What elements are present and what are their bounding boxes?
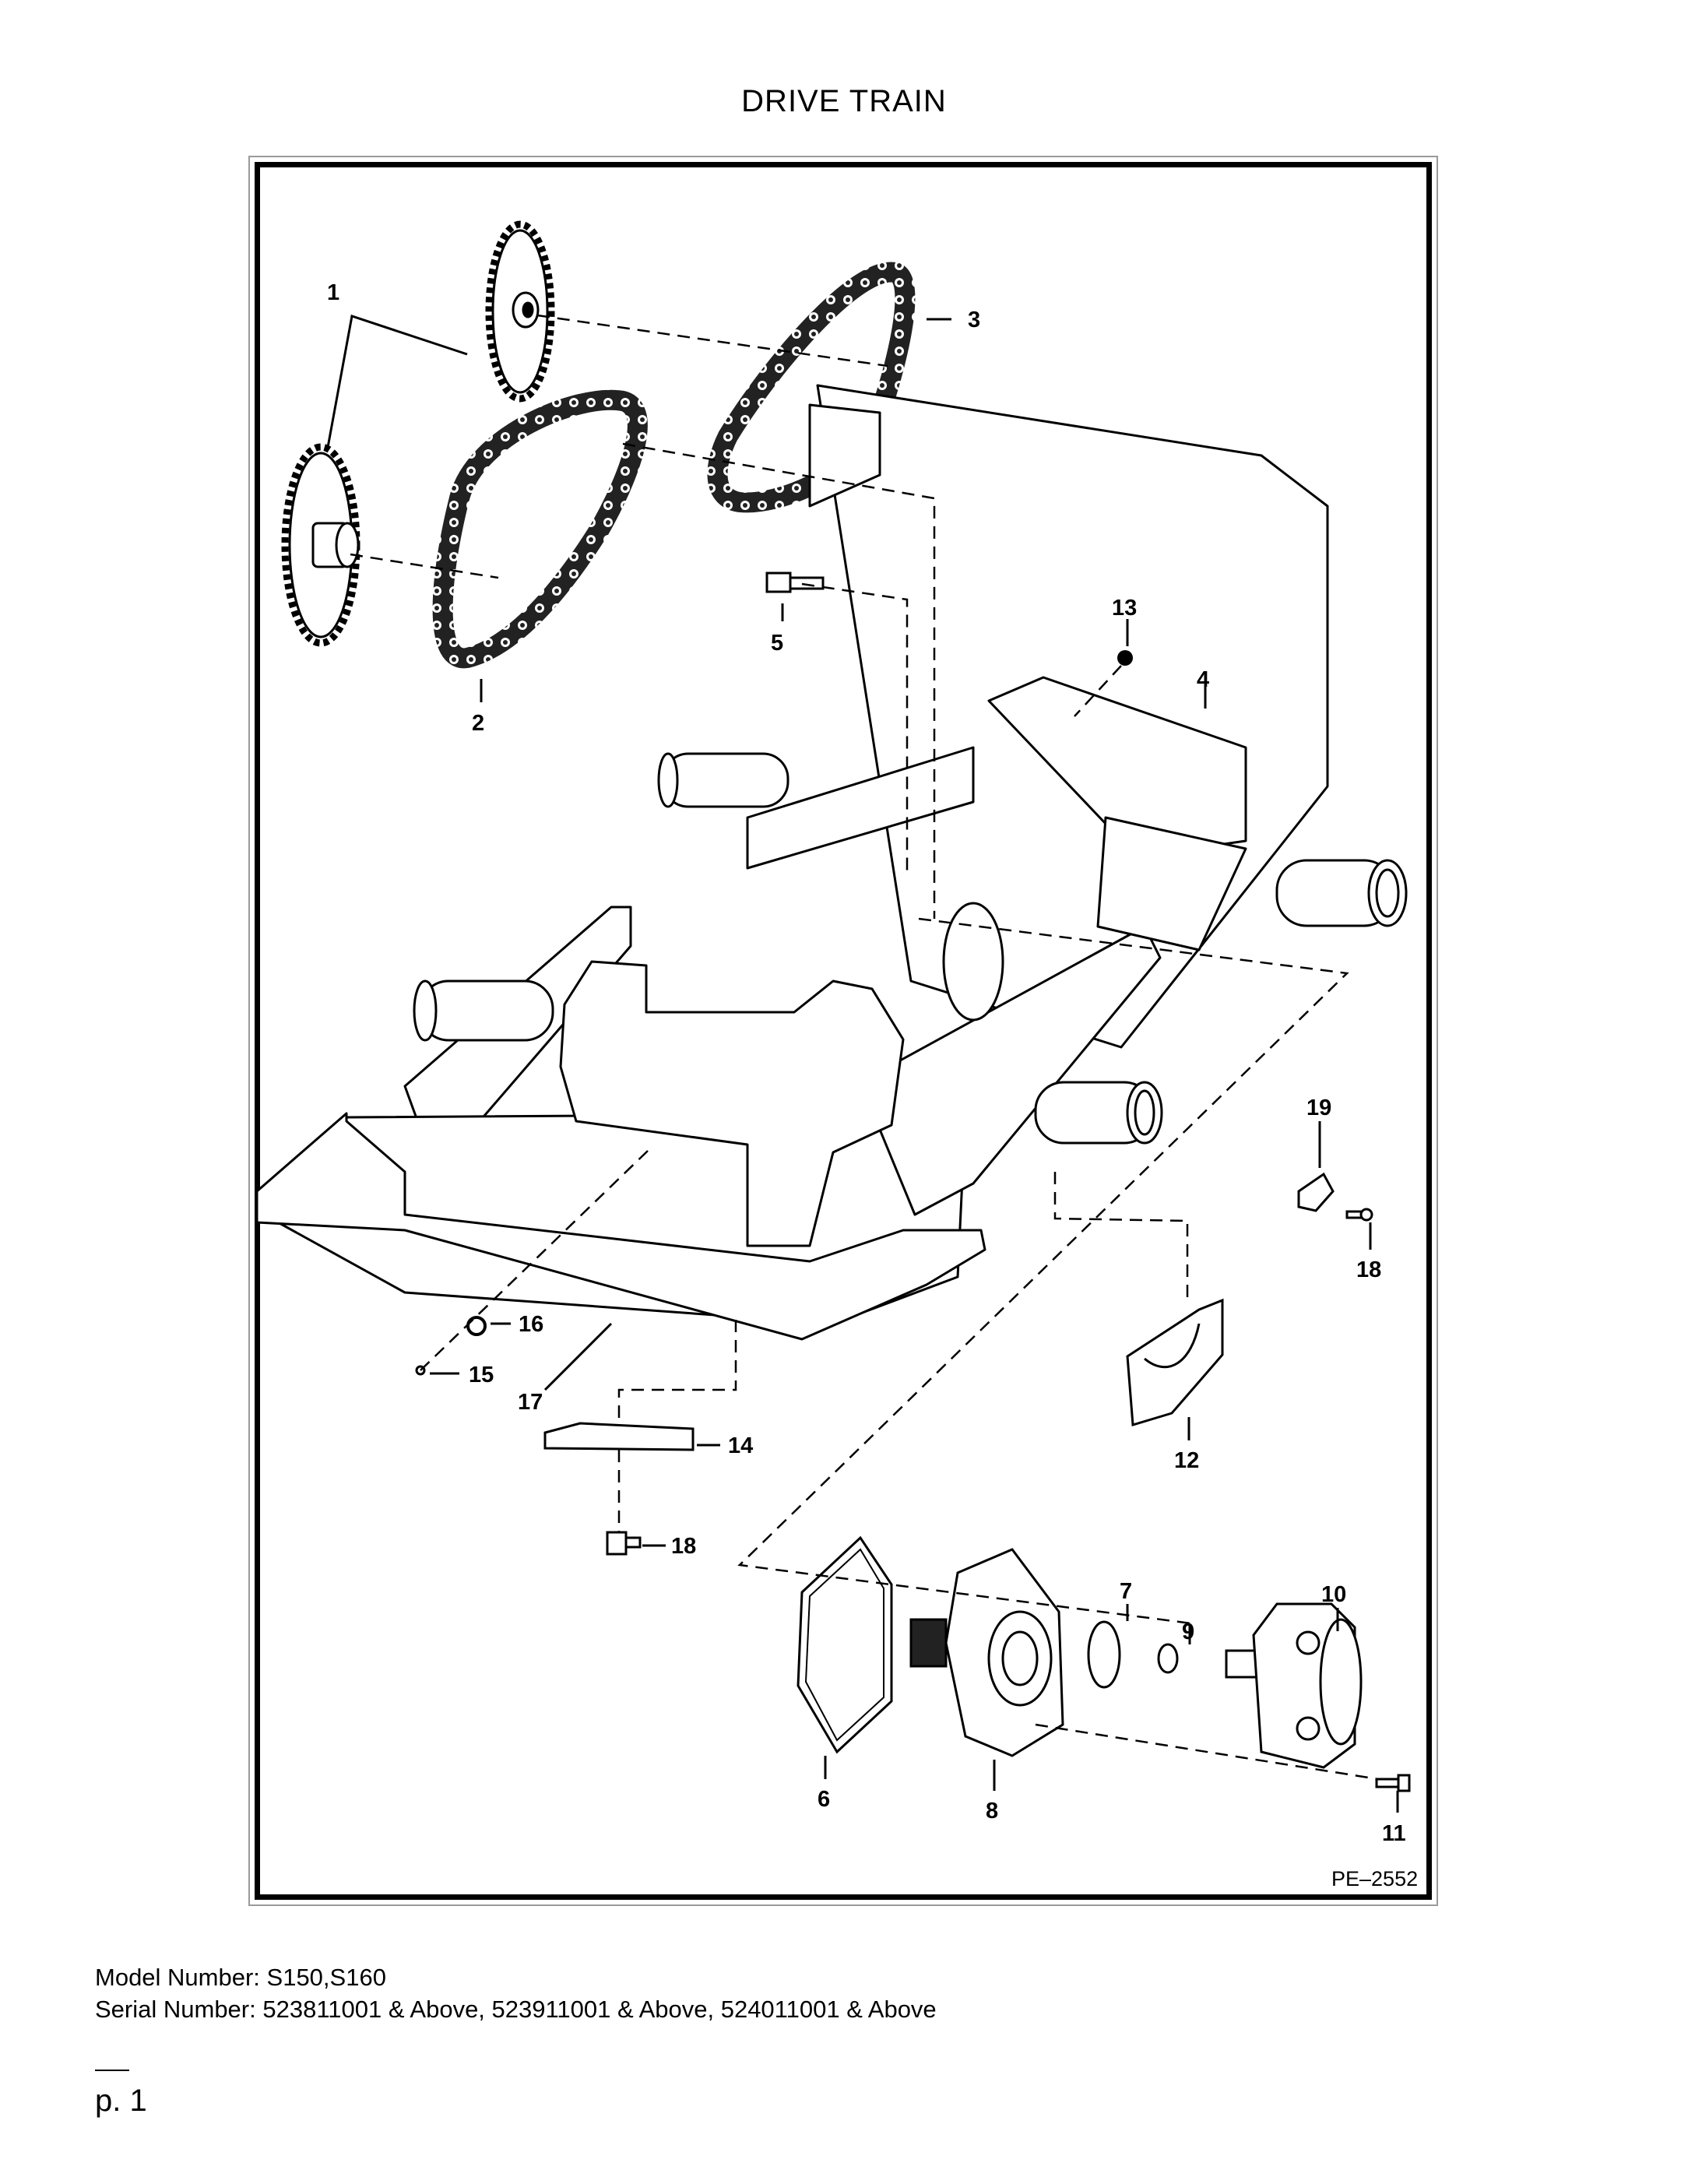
nut-13 — [1117, 650, 1133, 666]
exploded-view-lines — [350, 314, 1379, 1781]
callout-1: 1 — [327, 280, 339, 305]
callout-7: 7 — [1120, 1579, 1132, 1604]
bolt-18-top — [1345, 1208, 1373, 1222]
callout-9: 9 — [1182, 1620, 1194, 1644]
chain-2 — [432, 389, 648, 669]
callout-2: 2 — [472, 711, 484, 736]
figure-frame — [255, 162, 1432, 1900]
callout-6: 6 — [818, 1787, 830, 1812]
callout-10: 10 — [1321, 1582, 1346, 1607]
callout-3: 3 — [968, 308, 980, 332]
chaincase-frame — [255, 384, 1408, 1341]
callout-17: 17 — [518, 1390, 543, 1415]
callout-11: 11 — [1382, 1821, 1406, 1846]
sprocket-upper — [485, 220, 555, 403]
plate-id: PE–2552 — [1331, 1867, 1418, 1890]
leader-lines — [325, 315, 1399, 1813]
bolt-5 — [765, 571, 825, 593]
callout-12: 12 — [1174, 1448, 1199, 1473]
cover-19 — [1297, 1172, 1335, 1212]
callout-8: 8 — [986, 1799, 998, 1824]
callout-14: 14 — [728, 1433, 753, 1458]
washer-16 — [466, 1316, 487, 1336]
sprocket-lower — [281, 443, 360, 647]
callout-5: 5 — [771, 631, 783, 656]
serial-number: Serial Number: 523811001 & Above, 523911… — [95, 1996, 937, 2023]
callout-19: 19 — [1306, 1096, 1331, 1120]
o-ring-9 — [1157, 1643, 1179, 1674]
o-ring-7 — [1087, 1620, 1121, 1689]
plate-14 — [543, 1422, 695, 1451]
motor-housing-8 — [909, 1548, 1064, 1757]
page-number-rule — [95, 2070, 129, 2071]
callout-15: 15 — [469, 1363, 494, 1387]
bolt-11 — [1375, 1774, 1411, 1792]
callout-4: 4 — [1197, 667, 1209, 692]
callout-13: 13 — [1112, 596, 1137, 621]
bolt-18-bottom — [606, 1531, 642, 1556]
model-number: Model Number: S150,S160 — [95, 1964, 386, 1991]
chain-3 — [707, 262, 916, 513]
callout-16: 16 — [519, 1312, 543, 1337]
callout-18-top: 18 — [1356, 1257, 1381, 1282]
motor-10 — [1225, 1602, 1363, 1769]
page-title: DRIVE TRAIN — [741, 84, 947, 118]
callout-18-bottom: 18 — [671, 1534, 696, 1559]
shim-12 — [1126, 1298, 1224, 1426]
figure-frame-outer — [248, 156, 1438, 1906]
page-number: p. 1 — [95, 2084, 147, 2118]
gasket-6 — [797, 1535, 893, 1754]
